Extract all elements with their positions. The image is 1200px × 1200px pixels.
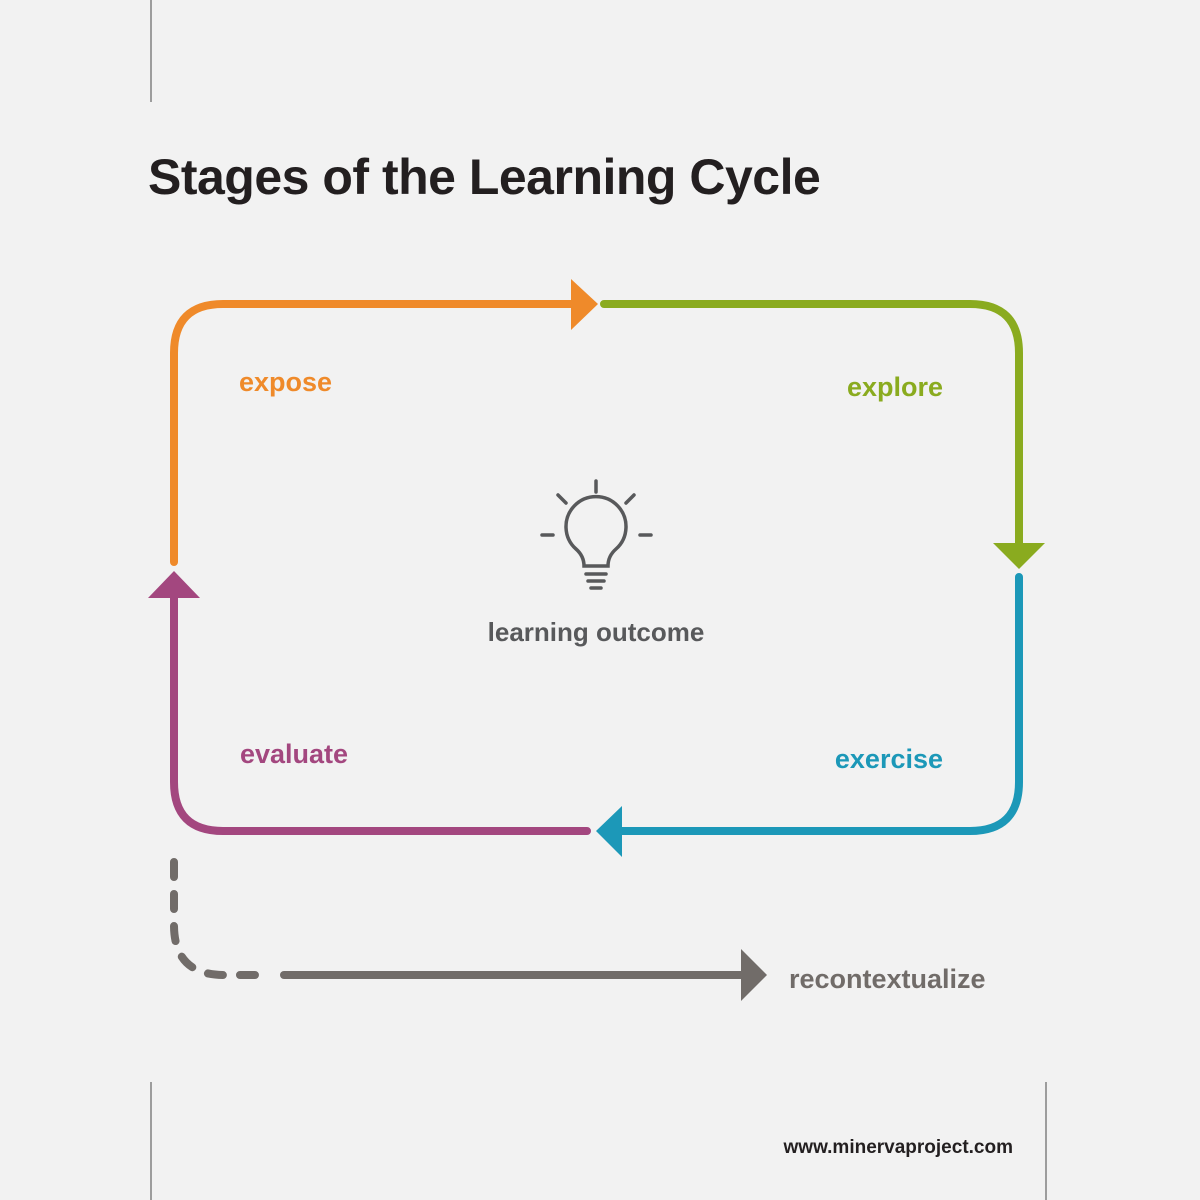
recontextualize-arrowhead [741,949,767,1001]
exercise-arrow [596,573,1023,857]
exercise-path [618,573,1023,835]
evaluate-path [170,593,591,835]
recontextualize-arrow [170,858,767,1001]
expose-arrowhead [571,279,598,330]
page-title: Stages of the Learning Cycle [148,149,821,205]
stage-label-expose: expose [239,367,332,397]
stage-label-evaluate: evaluate [240,739,348,769]
recontextualize-dashed-path [170,858,270,979]
explore-arrow [600,300,1045,569]
expose-arrow [170,279,598,566]
center-label-learning-outcome: learning outcome [488,617,705,647]
evaluate-arrow [148,571,591,835]
lightbulb-icon [540,479,653,590]
evaluate-arrowhead [148,571,200,598]
stage-label-exercise: exercise [835,744,943,774]
explore-arrowhead [993,543,1045,569]
exercise-arrowhead [596,806,622,857]
stage-label-explore: explore [847,372,943,402]
footer-url[interactable]: www.minervaproject.com [783,1137,1013,1158]
recontextualize-label: recontextualize [789,964,986,994]
explore-path [600,300,1023,550]
expose-path [170,300,576,566]
